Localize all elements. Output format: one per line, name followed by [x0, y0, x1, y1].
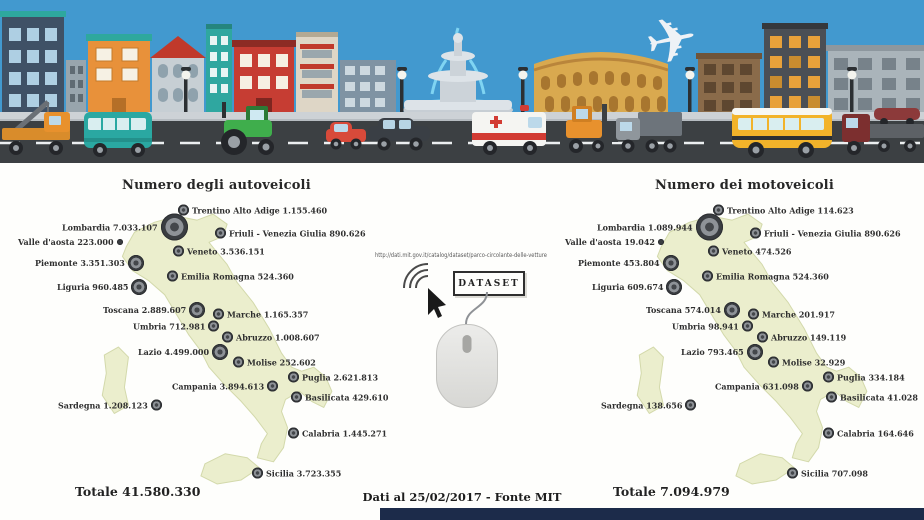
building-dark-blue	[0, 11, 66, 118]
ambulance-illustration	[472, 105, 546, 155]
building-dark-tower	[762, 23, 828, 118]
cityscape-illustration: ✈	[0, 0, 924, 163]
school-bus-illustration	[732, 108, 832, 158]
dataset-button[interactable]: DATASET	[453, 271, 525, 296]
building-small-gray	[66, 60, 86, 118]
right-total-label: Totale	[613, 484, 656, 499]
left-map-title: Numero degli autoveicoli	[122, 178, 311, 193]
mouse-cable	[465, 291, 488, 325]
left-total-label: Totale	[75, 484, 118, 499]
building-blue-gray	[340, 60, 396, 118]
bottom-bar	[380, 508, 924, 520]
tow-truck-illustration	[2, 100, 70, 155]
mouse-wheel-icon	[462, 335, 472, 353]
street-lamp-icons	[181, 67, 857, 116]
right-total: Totale 7.094.979	[613, 484, 730, 499]
building-red-roof	[150, 36, 206, 118]
building-orange	[86, 34, 152, 118]
right-map-title: Numero dei motoveicoli	[655, 178, 834, 193]
building-awnings	[296, 32, 338, 118]
italy-map-right	[636, 213, 868, 485]
loader-illustration	[566, 104, 618, 153]
red-car-illustration	[326, 122, 366, 150]
colosseum-illustration	[533, 52, 669, 118]
bus-illustration	[84, 112, 152, 157]
left-total: Totale 41.580.330	[75, 484, 200, 499]
sedan-illustration	[368, 118, 430, 151]
italy-map-left	[101, 213, 333, 485]
tractor-illustration	[221, 102, 274, 155]
dataset-url[interactable]: http://dati.mit.gov.it/catalog/dataset/p…	[375, 252, 547, 259]
dump-truck-illustration	[616, 112, 682, 153]
dataset-label: DATASET	[458, 278, 520, 289]
left-total-value: 41.580.330	[122, 484, 201, 499]
right-total-value: 7.094.979	[660, 484, 730, 499]
car-carrier-illustration	[842, 108, 924, 155]
signal-arcs-icon	[403, 263, 429, 289]
building-teal-tower	[206, 24, 232, 118]
cursor-arrow-icon	[428, 288, 446, 318]
computer-mouse-icon	[436, 324, 498, 408]
footer-text: Dati al 25/02/2017 - Fonte MIT	[362, 490, 562, 504]
building-gray-right	[826, 45, 924, 118]
